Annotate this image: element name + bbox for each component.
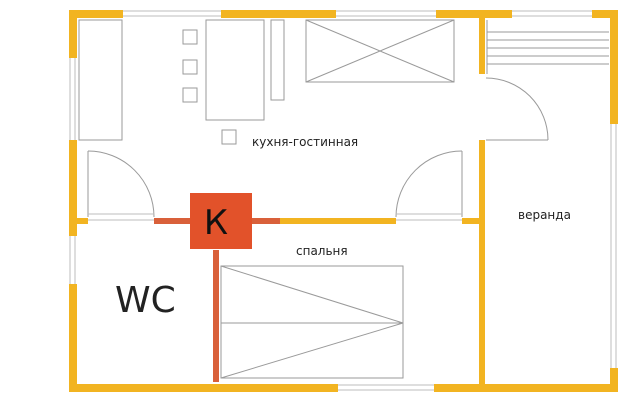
- outer-walls: [69, 10, 618, 392]
- window-left-lower: [68, 236, 78, 284]
- chair: [182, 87, 198, 103]
- stove: [190, 193, 252, 249]
- window-top-left: [123, 9, 221, 19]
- sofa: [305, 19, 455, 83]
- door-opening-veranda: [478, 74, 486, 140]
- door-veranda: [485, 77, 549, 141]
- room-label-kitchen-living: кухня-гостинная: [252, 135, 358, 149]
- chair: [182, 29, 198, 45]
- window-left-upper: [68, 58, 78, 140]
- interior-walls: [73, 14, 485, 388]
- room-label-bedroom: спальня: [296, 244, 348, 258]
- room-labels: кухня-гостинная веранда спальня WC: [115, 135, 571, 321]
- window-top-middle: [336, 9, 436, 19]
- doors: [87, 77, 549, 221]
- door-opening-bedroom: [396, 217, 462, 225]
- window-right: [609, 124, 619, 368]
- veranda-steps: [486, 20, 609, 74]
- dining-table: [205, 19, 265, 121]
- windows: [68, 9, 619, 393]
- chair: [221, 129, 237, 145]
- window-bottom: [338, 383, 434, 393]
- outer-wall: [69, 10, 618, 392]
- furniture: [78, 19, 609, 379]
- chair: [182, 59, 198, 75]
- stove-label: К: [204, 203, 228, 243]
- kitchen-counter: [78, 19, 123, 141]
- door-wc: [87, 150, 155, 218]
- room-label-wc: WC: [115, 280, 176, 321]
- room-label-veranda: веранда: [518, 208, 571, 222]
- door-openings: [88, 74, 486, 225]
- door-opening-wc: [88, 217, 154, 225]
- stove-group: К: [154, 193, 280, 382]
- bed: [220, 265, 404, 379]
- door-bedroom: [395, 150, 463, 218]
- cabinet: [270, 19, 285, 101]
- window-top-right: [512, 9, 592, 19]
